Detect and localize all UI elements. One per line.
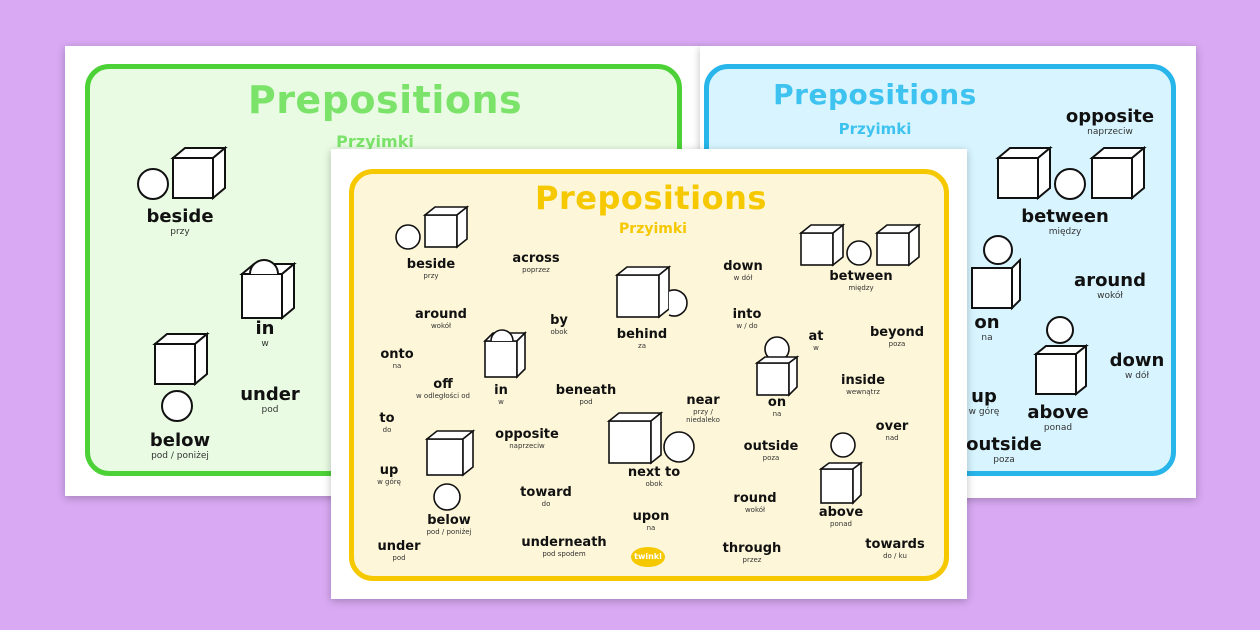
green-beside-picture [137, 145, 228, 201]
blue-word-on: on na [974, 312, 1000, 343]
yellow-subtitle: Przyimki [619, 221, 687, 237]
blue-word-above: above ponad [1027, 402, 1089, 433]
green-word-under: under pod [240, 384, 300, 415]
blue-between-picture [995, 145, 1147, 201]
green-word-in: in w [255, 318, 275, 349]
twinkl-logo: twinkl [631, 547, 665, 567]
yellow-on-picture [754, 336, 800, 397]
blue-above-picture [1033, 316, 1089, 397]
green-word-below: below pod / poniżej [149, 430, 211, 461]
green-word-beside: beside przy [146, 206, 214, 237]
green-title: Prepositions [247, 78, 523, 122]
yellow-between-picture [798, 223, 922, 267]
green-in-picture [239, 259, 297, 321]
yellow-in-picture [483, 329, 527, 379]
yellow-sheet: Prepositions Przyimki [331, 149, 967, 599]
blue-subtitle: Przyimki [838, 120, 912, 138]
blue-word-outside: outside poza [966, 434, 1042, 465]
green-subtitle: Przyimki [336, 132, 414, 151]
blue-on-picture [971, 235, 1021, 311]
blue-word-down: down w dół [1109, 350, 1165, 381]
blue-word-between: between między [1021, 206, 1109, 237]
yellow-title: Prepositions [535, 179, 767, 217]
yellow-above-picture [818, 432, 864, 505]
blue-title: Prepositions [773, 78, 977, 111]
yellow-next-to-picture [606, 411, 695, 465]
blue-word-up: up w górę [968, 386, 1000, 417]
green-below-picture [152, 331, 210, 422]
yellow-behind-picture [614, 265, 688, 319]
blue-word-around: around wokół [1074, 270, 1146, 301]
yellow-beside-picture [395, 205, 470, 250]
yellow-below-picture [424, 429, 476, 511]
blue-word-opposite: opposite naprzeciw [1065, 106, 1155, 137]
twinkl-logo-text: twinkl [634, 552, 662, 561]
